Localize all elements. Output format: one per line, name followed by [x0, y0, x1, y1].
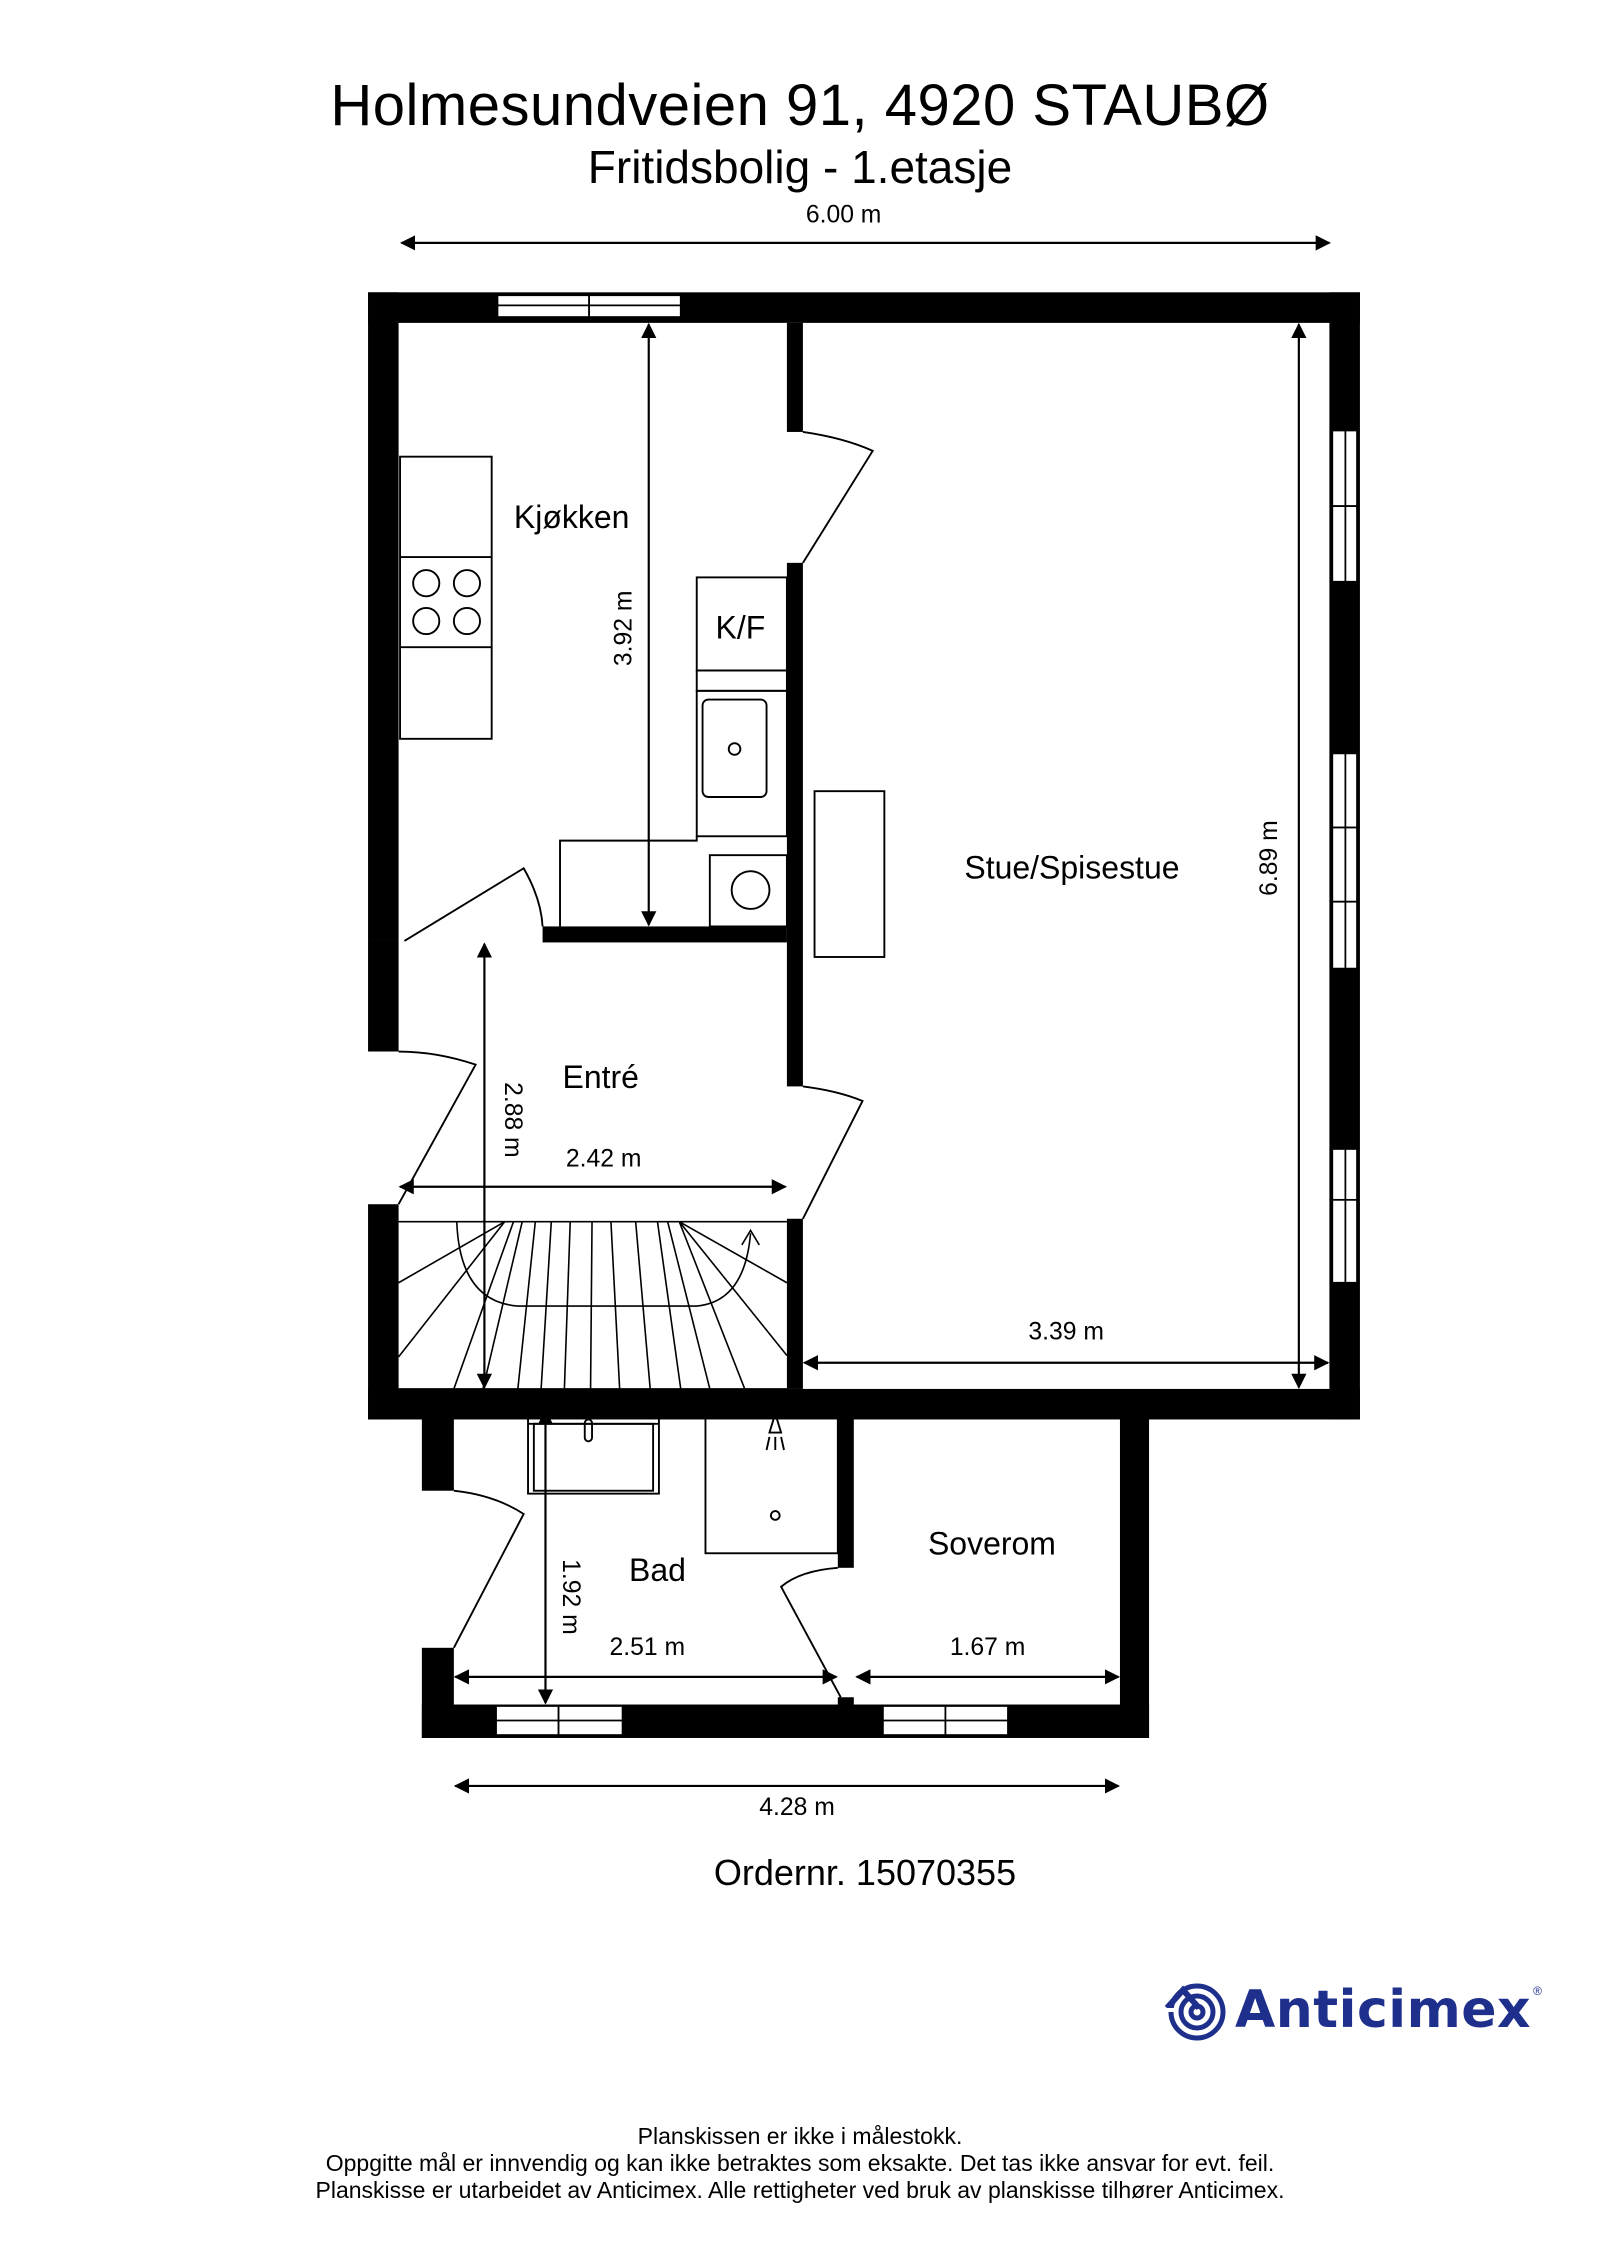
brand-name: Anticimex: [1235, 1980, 1532, 2040]
room-label-bedroom: Soverom: [928, 1526, 1056, 1562]
fridge-label: K/F: [715, 609, 765, 645]
dim-total-width: 6.00 m: [806, 202, 882, 229]
dim-lower-width: 4.28 m: [759, 1794, 835, 1821]
dim-bath-height: 1.92 m: [557, 1559, 584, 1635]
room-label-bath: Bad: [629, 1552, 686, 1588]
disclaimer-line-2: Oppgitte mål er innvendig og kan ikke be…: [325, 2150, 1275, 2176]
floor-subtitle: Fritidsbolig - 1.etasje: [587, 141, 1013, 193]
room-label-living: Stue/Spisestue: [964, 849, 1179, 885]
disclaimer-line-3: Planskisse er utarbeidet av Anticimex. A…: [315, 2177, 1285, 2203]
staircase: [397, 1220, 788, 1390]
anticimex-logo-icon: [1163, 1983, 1226, 2041]
dim-entry-width: 2.42 m: [566, 1145, 642, 1172]
dim-bedroom-width: 1.67 m: [950, 1634, 1026, 1661]
registered-mark: ®: [1533, 1984, 1542, 1998]
brand-logo: Anticimex ®: [1163, 1978, 1542, 2042]
dim-living-height: 6.89 m: [1256, 820, 1283, 896]
order-number: Ordernr. 15070355: [713, 1852, 1017, 1893]
dim-living-width: 3.39 m: [1028, 1318, 1104, 1345]
room-label-entry: Entré: [563, 1059, 639, 1095]
dimension-lines: [398, 235, 1331, 1794]
disclaimer-line-1: Planskissen er ikke i målestokk.: [637, 2123, 963, 2149]
doors: [397, 431, 875, 1698]
dim-bath-width: 2.51 m: [610, 1634, 686, 1661]
dim-entry-height: 2.88 m: [499, 1082, 526, 1158]
room-label-kitchen: Kjøkken: [514, 499, 630, 535]
windows: [495, 294, 1358, 1736]
disclaimer: Planskissen er ikke i målestokk. Oppgitt…: [0, 2123, 1600, 2204]
dim-kitchen-height: 3.92 m: [610, 590, 637, 666]
address-title: Holmesundveien 91, 4920 STAUBØ: [330, 73, 1270, 138]
